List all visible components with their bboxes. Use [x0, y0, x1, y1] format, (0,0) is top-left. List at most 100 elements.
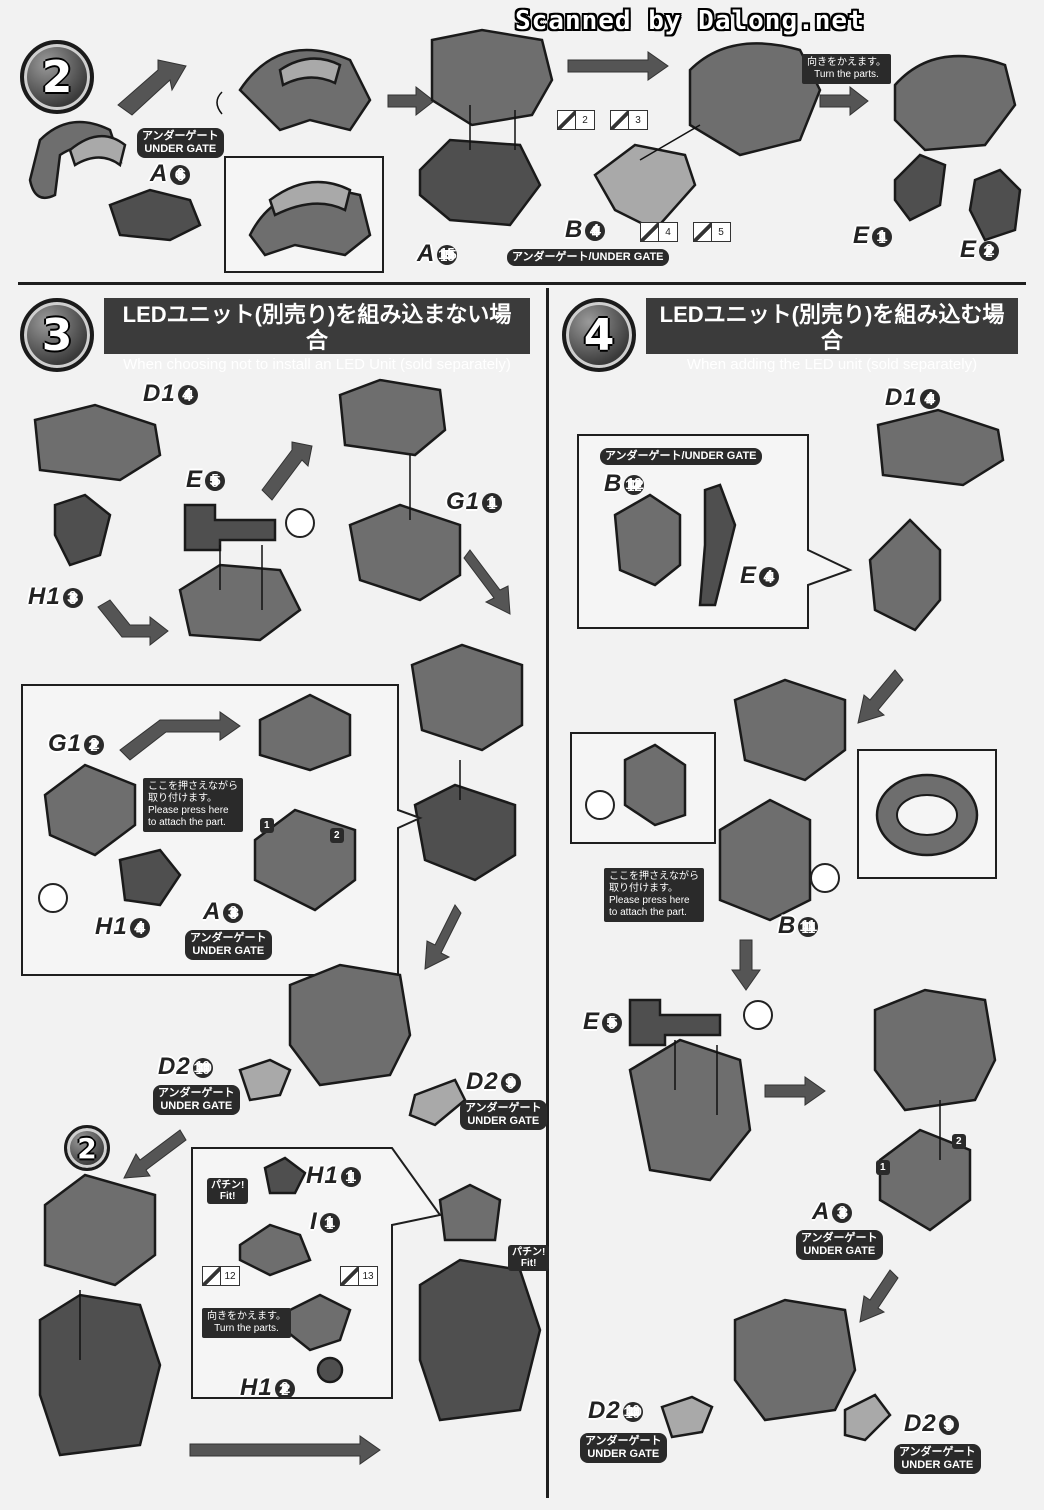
step-4-number: 4 [562, 298, 636, 372]
sub-step-number: 2 [64, 1125, 110, 1171]
h14-part [118, 848, 182, 907]
no-entry-mark [285, 508, 315, 538]
gate-chip: 13 [340, 1266, 378, 1286]
i1-part [238, 1223, 312, 1277]
backpack-part [438, 1183, 502, 1242]
flow-arrow [424, 904, 462, 970]
d14-part [876, 408, 1005, 487]
d29-part [408, 1078, 467, 1127]
e2-part [968, 168, 1022, 242]
head-assembled-part [410, 643, 524, 752]
fit-label: パチン!Fit! [207, 1178, 249, 1204]
no-entry-mark [38, 883, 68, 913]
gate-chip: 12 [202, 1266, 240, 1286]
d210-part [238, 1058, 292, 1102]
h11-part [263, 1156, 307, 1195]
a3-part [878, 1128, 972, 1232]
head-assembly-part [688, 42, 822, 157]
flow-arrow [859, 1269, 899, 1323]
marker-1: 1 [876, 1160, 890, 1175]
gate-chip: 5 [693, 222, 731, 242]
e5-base-part [628, 1038, 752, 1182]
gate-label-b12: アンダーゲート/UNDER GATE [600, 448, 762, 465]
no-entry-mark [743, 1000, 773, 1030]
ring-hole [896, 794, 958, 836]
step-4-title: LEDユニット(別売り)を組み込む場合 When adding the LED … [646, 298, 1018, 373]
head-led-part [733, 678, 847, 782]
d14-lower-part [868, 518, 942, 632]
d210-part [660, 1395, 714, 1439]
marker-2: 2 [330, 828, 344, 843]
flow-arrow [119, 711, 241, 761]
flow-arrow [764, 1076, 826, 1106]
section-divider [18, 282, 1026, 285]
torso-complete-part [418, 1258, 542, 1422]
flow-arrow [567, 51, 669, 81]
body-assembled-part [288, 963, 412, 1087]
h13-part [53, 493, 112, 567]
e5-part [628, 998, 722, 1047]
flow-arrow [463, 549, 511, 615]
b4-part [593, 143, 697, 232]
e4-part [698, 483, 737, 607]
head-turned-part [893, 54, 1017, 152]
g12-part [43, 763, 137, 857]
flow-arrow [819, 85, 869, 117]
preview-arch [268, 180, 352, 217]
head-part [338, 378, 447, 457]
flow-arrow [117, 59, 187, 116]
flow-arrow [189, 1435, 381, 1465]
g12-upper-part [258, 693, 352, 772]
flow-arrow [97, 599, 169, 647]
step-2-number: 2 [20, 40, 94, 114]
a6-assembled-inner [278, 57, 342, 87]
e1-part [893, 153, 947, 222]
step-3-title: LEDユニット(別売り)を組み込まない場合 When choosing not … [104, 298, 530, 373]
flow-arrow [261, 441, 313, 501]
h12-part [316, 1356, 344, 1384]
b12-part [613, 493, 682, 587]
gate-chip: 3 [610, 110, 648, 130]
gate-chip: 2 [557, 110, 595, 130]
lower-head-part [413, 783, 517, 882]
turn-parts-note: 向きをかえます。Turn the parts. [802, 54, 891, 84]
e5-part [183, 503, 277, 552]
step-2-illustration [28, 28, 1022, 273]
rotate-arrow [216, 91, 223, 115]
flow-arrow [123, 1129, 187, 1179]
shoulder-part [43, 1173, 157, 1287]
torso-part [38, 1293, 162, 1457]
gate-label-b4: アンダーゲート/UNDER GATE [507, 249, 669, 266]
step-3-illustration [21, 378, 542, 1465]
d29-part [843, 1393, 892, 1442]
